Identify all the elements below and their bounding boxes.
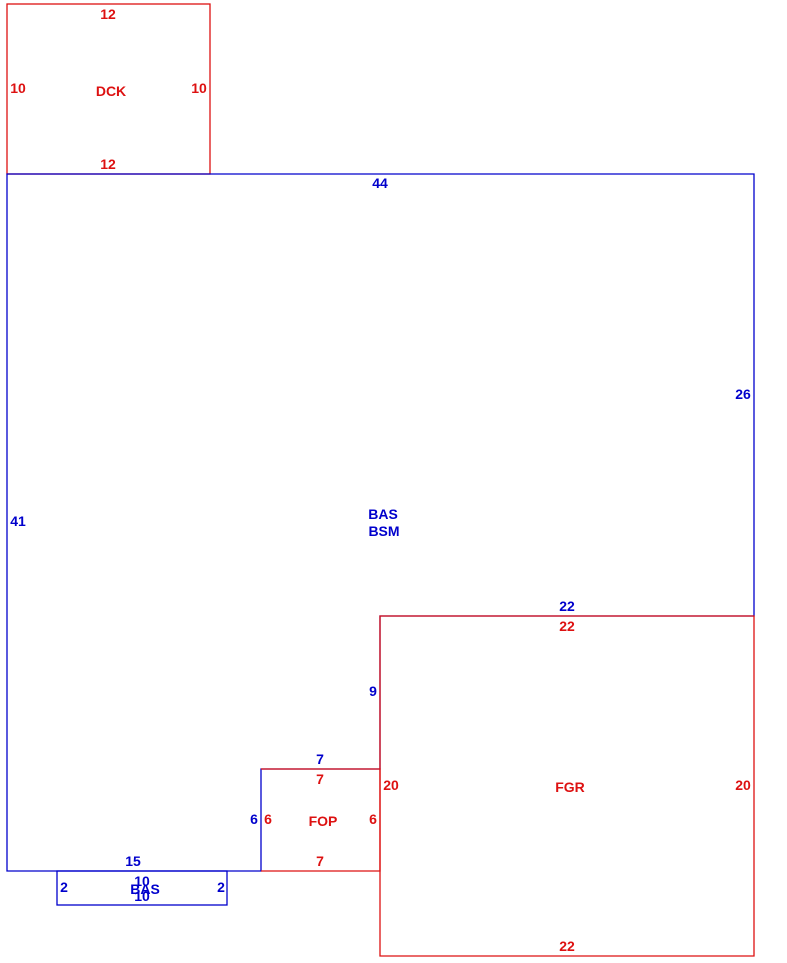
porch-bottom-dim: 7 — [316, 853, 324, 869]
main-porch-top-dim: 7 — [316, 751, 324, 767]
garage-top-dim: 22 — [559, 618, 575, 634]
porch-left-dim: 6 — [264, 811, 272, 827]
deck-code-label: DCK — [96, 83, 126, 99]
main-bottom-dim: 15 — [125, 853, 141, 869]
main-code-bas: BAS — [368, 506, 398, 522]
main-right-dim: 26 — [735, 386, 751, 402]
main-porch-side-dim: 6 — [250, 811, 258, 827]
main-inner-top-dim: 22 — [559, 598, 575, 614]
main-inner-vertical-dim: 9 — [369, 683, 377, 699]
bump-bottom-dim: 10 — [134, 888, 150, 904]
main-left-dim: 41 — [10, 513, 26, 529]
garage-code-label: FGR — [555, 779, 585, 795]
deck-top-dim: 12 — [100, 6, 116, 22]
main-code-bsm: BSM — [368, 523, 399, 539]
main-top-dim: 44 — [372, 175, 388, 191]
deck-left-dim: 10 — [10, 80, 26, 96]
garage-right-dim: 20 — [735, 777, 751, 793]
bump-right-dim: 2 — [217, 879, 225, 895]
bump-outline — [56, 870, 228, 906]
bump-code-label: BAS — [130, 881, 160, 897]
porch-right-dim: 6 — [369, 811, 377, 827]
porch-top-dim: 7 — [316, 771, 324, 787]
deck-bottom-dim: 12 — [100, 156, 116, 172]
porch-code-label: FOP — [309, 813, 338, 829]
bump-top-dim: 10 — [134, 873, 150, 889]
garage-bottom-dim: 22 — [559, 938, 575, 954]
garage-outline — [379, 615, 755, 957]
garage-left-dim: 20 — [383, 777, 399, 793]
bump-left-dim: 2 — [60, 879, 68, 895]
deck-right-dim: 10 — [191, 80, 207, 96]
